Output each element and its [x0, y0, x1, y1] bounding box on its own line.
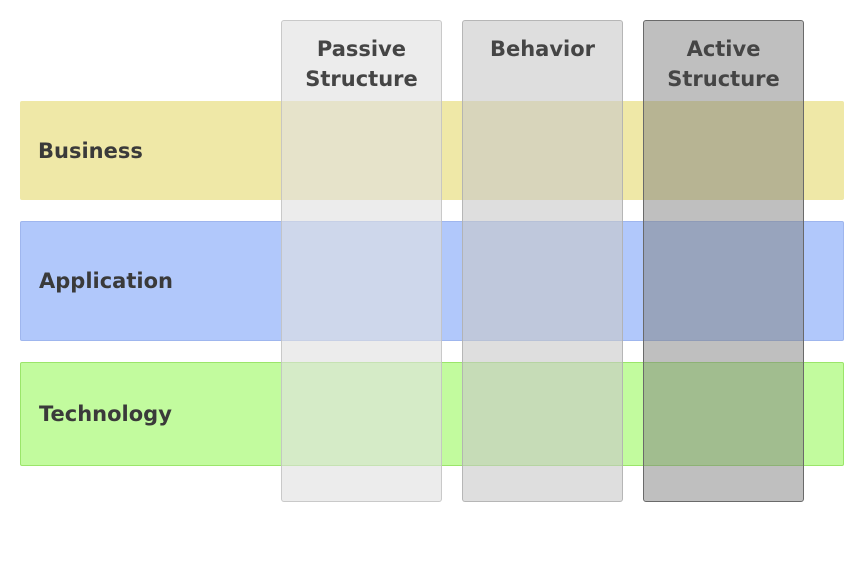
behavior-column: Behavior: [462, 20, 623, 502]
business-layer-label: Business: [38, 138, 143, 163]
application-layer-label: Application: [39, 269, 173, 293]
active-structure-heading-line2: Structure: [667, 67, 780, 91]
behavior-heading: Behavior: [463, 34, 622, 64]
passive-structure-heading: Passive Structure: [282, 34, 441, 94]
active-structure-column: Active Structure: [643, 20, 804, 502]
passive-structure-heading-line2: Structure: [305, 67, 418, 91]
passive-structure-column: Passive Structure: [281, 20, 442, 502]
behavior-heading-line1: Behavior: [489, 37, 596, 61]
active-structure-heading: Active Structure: [644, 34, 803, 94]
active-structure-heading-line1: Active: [686, 37, 761, 61]
technology-layer-label: Technology: [39, 402, 172, 426]
passive-structure-heading-line1: Passive: [316, 37, 407, 61]
